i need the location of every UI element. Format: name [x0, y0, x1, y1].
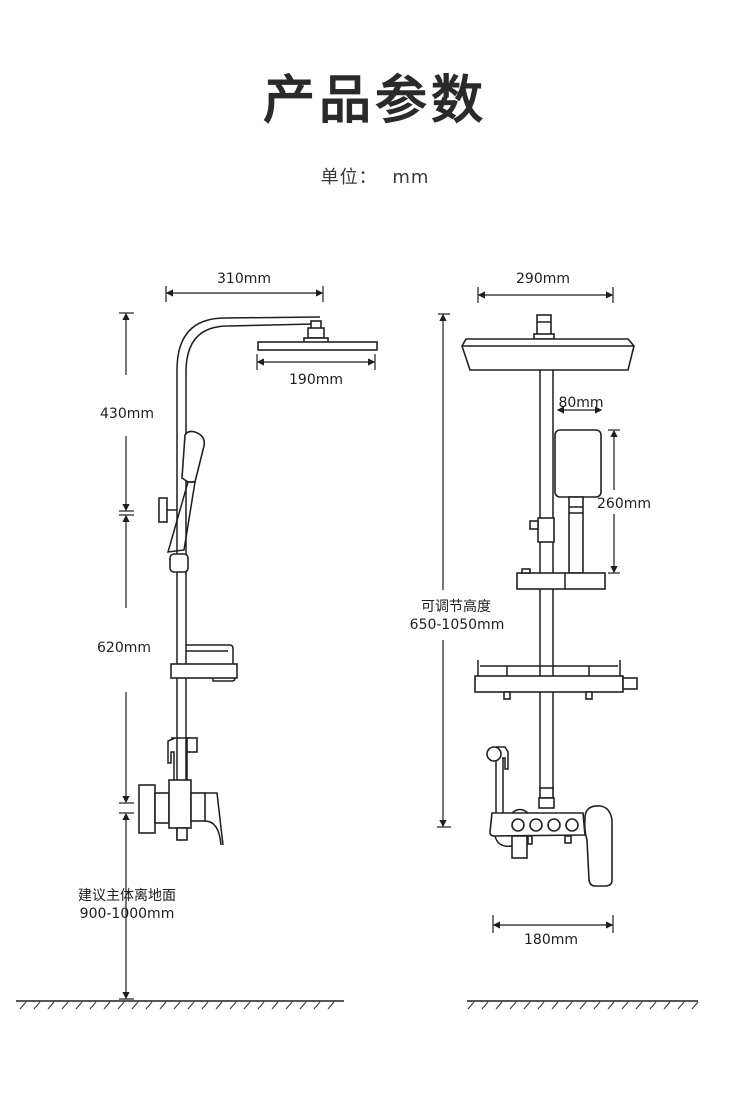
left-side-view: 310mm 190mm: [16, 271, 378, 1010]
ground-hatch-mark: [61, 1001, 69, 1010]
ground-hatch-mark: [523, 1001, 531, 1010]
ground-hatch-mark: [481, 1001, 489, 1010]
ground-left: [16, 1000, 344, 1010]
ground-hatch-mark: [537, 1001, 545, 1010]
ground-hatch-mark: [145, 1001, 153, 1010]
ground-hatch-mark: [33, 1001, 41, 1010]
unit-value: mm: [392, 167, 430, 188]
dim-label-290: 290mm: [516, 271, 570, 287]
ground-hatch-mark: [509, 1001, 517, 1010]
ground-hatch-mark: [621, 1001, 629, 1010]
dim-label-260: 260mm: [597, 496, 651, 512]
ground-hatch-mark: [299, 1001, 307, 1010]
ground-hatch-mark: [159, 1001, 167, 1010]
riser-pipe: [176, 316, 321, 840]
soap-tray: [170, 644, 238, 682]
head-shower: [257, 320, 378, 351]
page-title: 产品参数: [262, 71, 487, 131]
dim-310: 310mm: [165, 271, 324, 302]
ground-right: [467, 1000, 699, 1010]
adjustable-line2: 650-1050mm: [410, 617, 505, 633]
ground-hatch-mark: [663, 1001, 671, 1010]
dim-label-430: 430mm: [100, 406, 154, 422]
ground-hatch-mark: [495, 1001, 503, 1010]
ground-hatch-mark: [635, 1001, 643, 1010]
dim-260: 260mm: [597, 429, 651, 574]
ground-hatch-mark: [579, 1001, 587, 1010]
right-front-view: 290mm: [410, 271, 699, 1010]
ground-hatch-mark: [467, 1001, 475, 1010]
dim-adjustable: 可调节高度 650-1050mm: [410, 313, 505, 828]
hand-shower-front: [516, 429, 606, 590]
install-note-line1: 建议主体离地面: [78, 887, 176, 904]
ground-hatch-mark: [243, 1001, 251, 1010]
adjustable-line1: 可调节高度: [421, 598, 491, 615]
install-note-line2: 900-1000mm: [80, 906, 175, 922]
dim-label-180: 180mm: [524, 932, 578, 948]
unit-label: 单位：: [320, 167, 378, 188]
ground-hatch-mark: [257, 1001, 265, 1010]
dim-label-80: 80mm: [558, 395, 603, 411]
dim-label-190: 190mm: [289, 372, 343, 388]
ground-hatch-mark: [75, 1001, 83, 1010]
ground-hatch-mark: [607, 1001, 615, 1010]
ground-hatch-mark: [271, 1001, 279, 1010]
ground-hatch-mark: [215, 1001, 223, 1010]
ground-hatch-mark: [327, 1001, 335, 1010]
ground-hatch-mark: [229, 1001, 237, 1010]
hand-shower: [158, 430, 206, 573]
ground-hatch-mark: [691, 1001, 699, 1010]
ground-hatch-mark: [565, 1001, 573, 1010]
ground-hatch-mark: [593, 1001, 601, 1010]
ground-hatch-mark: [313, 1001, 321, 1010]
dim-180: 180mm: [492, 915, 614, 948]
ground-hatch-mark: [173, 1001, 181, 1010]
dim-190: 190mm: [256, 354, 376, 388]
ground-hatch-mark: [649, 1001, 657, 1010]
ground-hatch-mark: [131, 1001, 139, 1010]
dim-label-310: 310mm: [217, 271, 271, 287]
mixer-valve: [138, 737, 224, 846]
dim-290: 290mm: [477, 271, 614, 303]
ground-hatch-mark: [103, 1001, 111, 1010]
shelf-front: [474, 660, 638, 700]
ground-hatch-mark: [677, 1001, 685, 1010]
ground-hatch-mark: [551, 1001, 559, 1010]
mixer-front: [486, 746, 613, 887]
dim-label-620: 620mm: [97, 640, 151, 656]
ground-hatch-mark: [285, 1001, 293, 1010]
dim-80: 80mm: [556, 395, 604, 414]
ground-hatch-mark: [19, 1001, 27, 1010]
dim-vertical-left: 430mm 620mm: [97, 312, 154, 1000]
ground-hatch-mark: [201, 1001, 209, 1010]
ground-hatch-mark: [47, 1001, 55, 1010]
head-shower-front: [461, 314, 635, 371]
ground-hatch-mark: [187, 1001, 195, 1010]
unit-line: 单位： mm: [0, 163, 750, 189]
ground-hatch-mark: [117, 1001, 125, 1010]
ground-hatch-mark: [89, 1001, 97, 1010]
